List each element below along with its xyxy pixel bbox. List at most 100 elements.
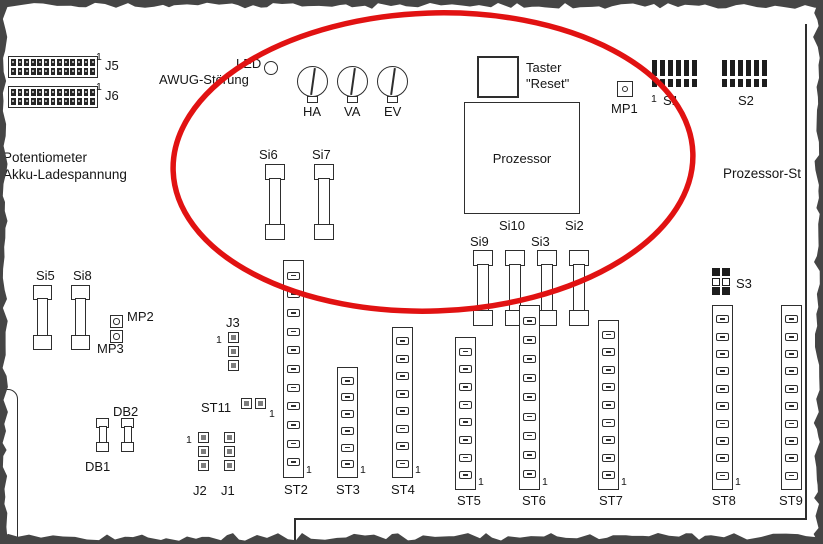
pin bbox=[287, 290, 300, 298]
pin bbox=[64, 59, 69, 66]
pin bbox=[70, 98, 75, 105]
pin bbox=[523, 470, 536, 478]
fuse-cap bbox=[537, 310, 557, 326]
pin bbox=[602, 348, 615, 356]
pin bbox=[287, 328, 300, 336]
dip-cell bbox=[712, 278, 720, 286]
pin bbox=[523, 336, 536, 344]
potentiometer-ev bbox=[377, 66, 409, 106]
pin bbox=[228, 346, 239, 357]
pin bbox=[396, 390, 409, 398]
pin bbox=[31, 89, 36, 96]
pin bbox=[459, 365, 472, 373]
testpoint-mp1 bbox=[617, 81, 633, 97]
pin bbox=[37, 89, 42, 96]
pin bbox=[90, 89, 95, 96]
fuse-si9 bbox=[473, 250, 493, 326]
pin bbox=[396, 425, 409, 433]
pin bbox=[523, 413, 536, 421]
label-si7: Si7 bbox=[312, 147, 331, 162]
label-s1: S1 bbox=[663, 93, 679, 108]
pin bbox=[224, 432, 235, 443]
pin1-marker-st3: 1 bbox=[360, 464, 366, 476]
pin bbox=[90, 68, 95, 75]
label-reset: "Reset" bbox=[526, 76, 569, 91]
connector-st11 bbox=[241, 398, 266, 409]
dip-switch-s3 bbox=[712, 268, 730, 295]
fuse-body bbox=[541, 264, 553, 311]
pin bbox=[716, 350, 729, 358]
pin bbox=[18, 89, 23, 96]
pin bbox=[18, 68, 23, 75]
label-st8: ST8 bbox=[712, 493, 736, 508]
pin bbox=[716, 333, 729, 341]
pin bbox=[459, 454, 472, 462]
pot-tab bbox=[347, 96, 358, 103]
pin bbox=[198, 460, 209, 471]
dip-bar bbox=[676, 60, 681, 76]
pin bbox=[51, 98, 56, 105]
dip-position bbox=[746, 60, 751, 87]
connector-j1 bbox=[224, 432, 235, 471]
dip-bar bbox=[660, 60, 665, 76]
pin bbox=[287, 272, 300, 280]
pin bbox=[459, 383, 472, 391]
dip-dot bbox=[762, 79, 767, 87]
pin bbox=[716, 402, 729, 410]
pin bbox=[70, 89, 75, 96]
connector-st8 bbox=[712, 305, 733, 490]
label-db2: DB2 bbox=[113, 404, 138, 419]
label-si2: Si2 bbox=[565, 218, 584, 233]
pin bbox=[716, 315, 729, 323]
connector-st7 bbox=[598, 320, 619, 490]
pin1-marker-st4: 1 bbox=[415, 464, 421, 476]
dip-position bbox=[684, 60, 689, 87]
connector-j3 bbox=[228, 332, 239, 371]
pin bbox=[523, 317, 536, 325]
dip-dot bbox=[730, 79, 735, 87]
pin bbox=[341, 393, 354, 401]
pin bbox=[90, 98, 95, 105]
dip-switch-s2 bbox=[722, 60, 767, 87]
connector-j2 bbox=[198, 432, 209, 471]
label-led: LED bbox=[236, 56, 261, 71]
pin bbox=[77, 98, 82, 105]
pin1-marker-st11: 1 bbox=[269, 408, 275, 420]
pin1-marker-j5: 1 bbox=[96, 51, 102, 63]
pin bbox=[24, 98, 29, 105]
dip-position bbox=[652, 60, 657, 87]
pin1-marker-st6: 1 bbox=[542, 476, 548, 488]
pin bbox=[31, 68, 36, 75]
pin bbox=[523, 374, 536, 382]
pin bbox=[785, 385, 798, 393]
pin bbox=[341, 444, 354, 452]
pin1-marker-s1: 1 bbox=[651, 93, 657, 105]
fuse-cap bbox=[314, 224, 334, 240]
fuse-si3 bbox=[537, 250, 557, 326]
dip-cell bbox=[722, 287, 730, 295]
label-va: VA bbox=[344, 104, 360, 119]
pin bbox=[716, 454, 729, 462]
pin-row bbox=[11, 98, 95, 105]
pin bbox=[602, 454, 615, 462]
pin-row bbox=[11, 68, 95, 75]
pin bbox=[77, 59, 82, 66]
dip-position bbox=[722, 60, 727, 87]
fuse-si7 bbox=[314, 164, 334, 240]
pin bbox=[341, 460, 354, 468]
pin bbox=[57, 59, 62, 66]
label-si10: Si10 bbox=[499, 218, 525, 233]
dip-dot bbox=[754, 79, 759, 87]
dip-bar bbox=[652, 60, 657, 76]
pin bbox=[84, 89, 89, 96]
label-db1: DB1 bbox=[85, 459, 110, 474]
connector-st2 bbox=[283, 260, 304, 478]
pin bbox=[602, 436, 615, 444]
pin bbox=[716, 420, 729, 428]
pin bbox=[459, 418, 472, 426]
label-mp3: MP3 bbox=[97, 341, 124, 356]
dip-bar bbox=[722, 60, 727, 76]
dip-dot bbox=[738, 79, 743, 87]
dip-switch-s1 bbox=[652, 60, 697, 87]
dip-position bbox=[660, 60, 665, 87]
